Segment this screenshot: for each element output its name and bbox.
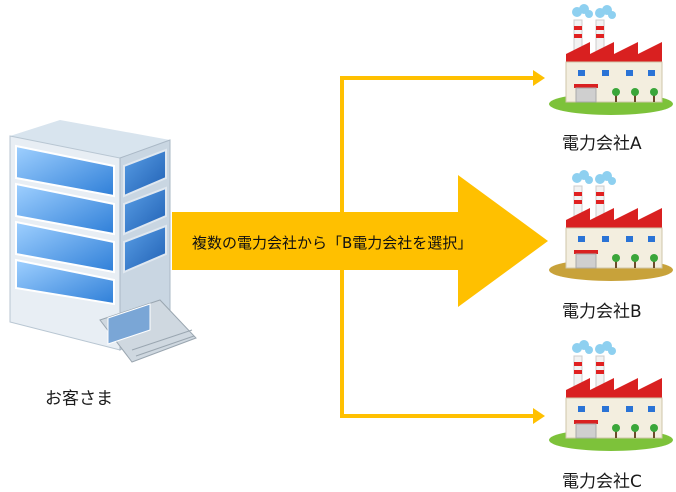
customer-label: お客さま (45, 389, 113, 409)
arrowhead-company-c (533, 408, 545, 424)
company-c-label: 電力会社C (562, 472, 642, 492)
company-b-label: 電力会社B (562, 302, 642, 322)
factory-icon-b (549, 169, 673, 281)
company-a-label: 電力会社A (562, 134, 642, 154)
arrow-label: 複数の電力会社から「B電力会社を選択」 (192, 234, 473, 252)
office-building-icon (9, 120, 197, 363)
selection-arrow (172, 175, 548, 307)
factory-icon-a (549, 3, 673, 115)
factory-icon-c (549, 339, 673, 451)
arrowhead-company-a (533, 70, 545, 86)
